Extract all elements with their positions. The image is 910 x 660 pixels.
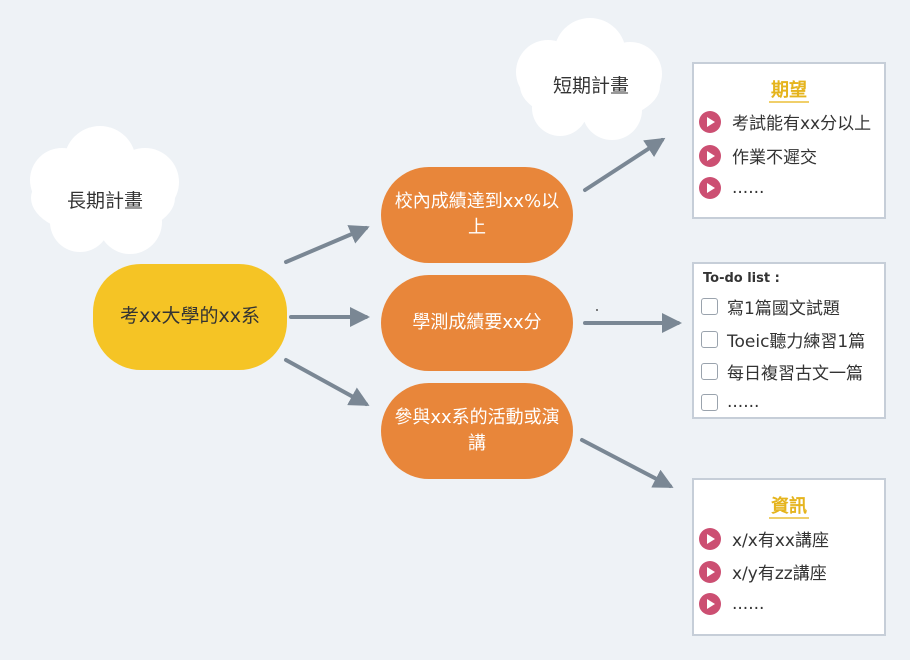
info-item: x/x有xx講座 [699, 526, 829, 551]
stray-dot [596, 309, 598, 311]
todo-item[interactable]: Toeic聽力練習1篇 [701, 327, 865, 352]
short-term-plan-label: 短期計畫 [552, 75, 629, 97]
long-term-plan-label: 長期計畫 [66, 190, 143, 212]
goal-node: 考xx大學的xx系 [93, 264, 287, 370]
play-bullet-icon [699, 527, 721, 550]
info-item: x/y有zz講座 [699, 559, 827, 584]
expectation-item: 作業不遲交 [699, 143, 817, 168]
play-bullet-icon [699, 593, 721, 615]
play-bullet-icon [699, 560, 721, 583]
todo-item[interactable]: 每日複習古文一篇 [701, 359, 863, 384]
expectation-item: ...... [699, 177, 764, 199]
info-title: 資訊 [769, 496, 809, 519]
todo-title: To-do list : [703, 271, 780, 286]
checkbox[interactable] [701, 363, 718, 380]
expectations-title: 期望 [769, 80, 809, 103]
todo-card: To-do list : 寫1篇國文試題 Toeic聽力練習1篇 每日複習古文一… [692, 262, 886, 419]
play-bullet-icon [699, 177, 721, 199]
play-bullet-icon [699, 110, 721, 133]
step-node-exam-score: 學測成績要xx分 [381, 275, 573, 371]
arrow-goal-to-step1 [284, 225, 370, 264]
checkbox[interactable] [701, 393, 718, 411]
arrow-step1-to-expectations [583, 137, 666, 192]
short-term-cloud-shape [516, 18, 662, 140]
todo-item[interactable]: ...... [701, 392, 759, 412]
info-card: 資訊 x/x有xx講座 x/y有zz講座 ...... [692, 478, 886, 636]
expectation-item: 考試能有xx分以上 [699, 109, 871, 134]
step-node-school-grades: 校內成績達到xx%以上 [381, 167, 573, 263]
arrow-goal-to-step3 [284, 358, 370, 406]
step-text: 學測成績要xx分 [412, 311, 542, 333]
expectations-card: 期望 考試能有xx分以上 作業不遲交 ...... [692, 62, 886, 219]
info-item: ...... [699, 593, 764, 615]
step-node-activities: 參與xx系的活動或演講 [381, 383, 573, 479]
checkbox[interactable] [701, 331, 718, 348]
arrow-step3-to-info [580, 438, 674, 488]
step-text: 參與xx系的活動或演講 [394, 406, 560, 454]
goal-text: 考xx大學的xx系 [120, 305, 260, 328]
long-term-cloud-shape [30, 126, 179, 254]
step-text: 校內成績達到xx%以上 [394, 190, 560, 238]
checkbox[interactable] [701, 298, 718, 315]
play-bullet-icon [699, 144, 721, 167]
todo-item[interactable]: 寫1篇國文試題 [701, 294, 840, 319]
